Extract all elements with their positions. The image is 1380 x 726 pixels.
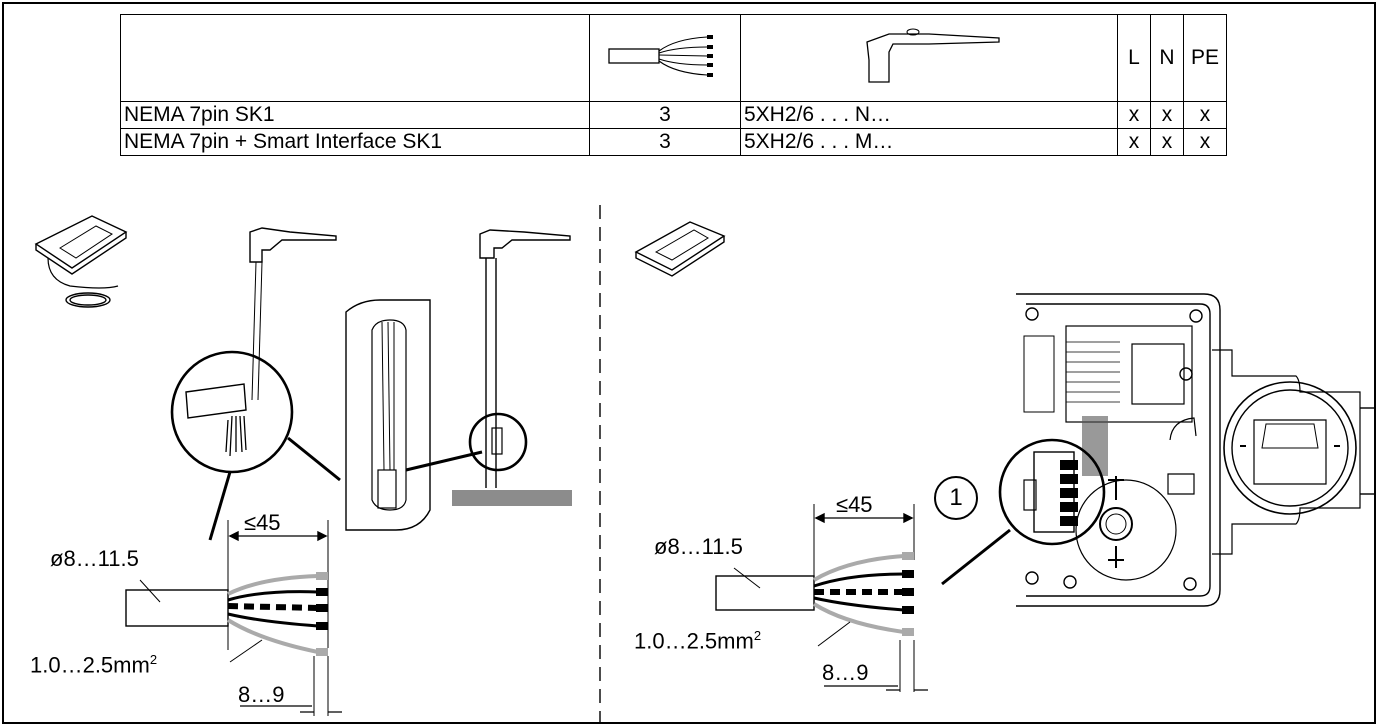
right-wire-cross-section: 1.0…2.5mm2 [634,628,762,654]
luminaire-top-icon [634,221,726,277]
right-cable-strip-diagram [715,504,1011,692]
cable-icon [608,35,713,77]
table-header-row: L N PE [120,14,1227,102]
table-row: NEMA 7pin + Smart Interface SK1 3 5XH2/6… [120,128,1227,156]
row-l: x [1117,101,1151,129]
callout-number: 1 [934,476,978,520]
left-insulation-strip: 8…9 [238,682,285,707]
header-luminaire-icon-cell [740,14,1118,102]
right-insulation-strip: 8…9 [822,660,869,685]
luminaire-cable-icon [34,215,128,308]
pole-with-hatch [452,229,572,506]
cable-detail-magnifier [170,350,341,541]
row-code: 5XH2/6 . . . M… [740,128,1118,156]
header-n: N [1150,14,1184,102]
left-cable-strip-diagram [125,520,342,716]
left-cable-diameter: ø8…11.5 [50,546,139,571]
left-wire-cross-section: 1.0…2.5mm2 [30,652,158,678]
pole-cutaway [345,299,483,531]
right-strip-length: ≤45 [836,492,873,517]
row-qty: 3 [589,128,741,156]
connector-magnifier [998,438,1106,546]
luminaire-housing [1016,293,1374,607]
row-name: NEMA 7pin + Smart Interface SK1 [120,128,590,156]
cable-spec-table: L N PE NEMA 7pin SK1 3 5XH2/6 . . . N… x… [120,14,1227,156]
row-l: x [1117,128,1151,156]
left-strip-length: ≤45 [244,510,281,535]
row-pe: x [1183,128,1227,156]
right-cable-diameter: ø8…11.5 [654,534,743,559]
header-cable-icon-cell [589,14,741,102]
luminaire-icon [866,28,1000,83]
pole-with-cable [249,227,337,401]
header-pe: PE [1183,14,1227,102]
